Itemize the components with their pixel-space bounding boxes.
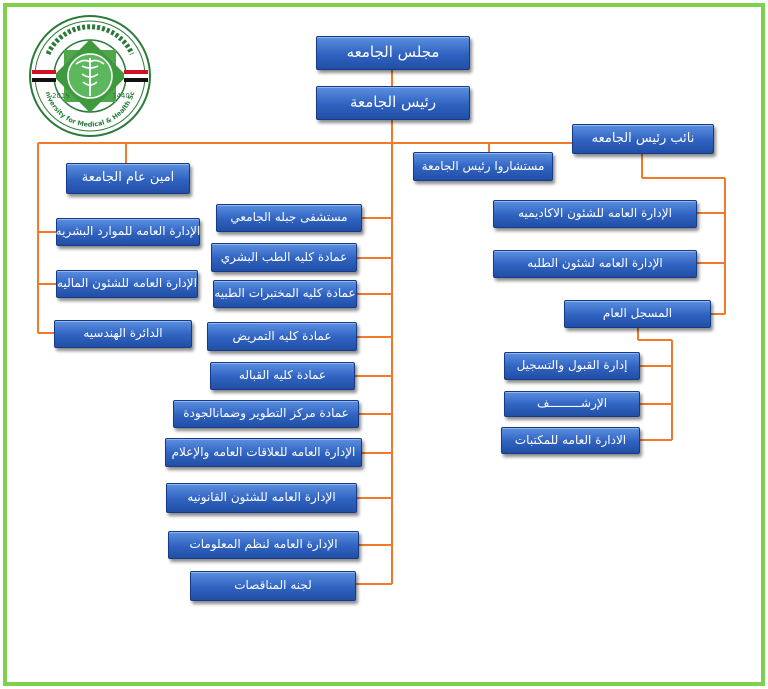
- information-systems-box: الإدارة العامه لنظم المعلومات: [168, 531, 359, 559]
- secretary-general-box: امين عام الجامعة: [66, 163, 190, 194]
- registrar-label: المسجل العام: [602, 306, 673, 321]
- libraries-label: الادارة العامه للمكتبات: [514, 432, 627, 447]
- labs-college-box: عمادة كليه المختبرات الطبيه: [213, 280, 357, 308]
- president-label: رئيس الجامعة: [349, 93, 437, 112]
- legal-affairs-label: الإدارة العامه للشئون القانونيه: [187, 490, 336, 505]
- council-box: مجلس الجامعه: [316, 36, 470, 70]
- student-affairs-box: الإدارة العامه لشئون الطلبه: [493, 250, 697, 278]
- nursing-college-label: عمادة كليه التمريض: [232, 328, 332, 343]
- council-label: مجلس الجامعه: [346, 43, 440, 62]
- hospital-box: مستشفى جبله الجامعي: [216, 204, 362, 232]
- admission-label: إدارة القبول والتسجيل: [516, 358, 628, 373]
- finance-label: الإدارة العامه للشئون الماليه: [57, 276, 197, 291]
- medicine-college-label: عمادة كليه الطب البشري: [220, 249, 348, 264]
- hospital-label: مستشفى جبله الجامعي: [230, 210, 348, 225]
- tenders-committee-box: لجنه المناقصات: [190, 571, 356, 601]
- finance-box: الإدارة العامه للشئون الماليه: [56, 270, 198, 298]
- page-frame: [3, 3, 765, 686]
- tenders-committee-label: لجنه المناقصات: [234, 578, 312, 593]
- admission-box: إدارة القبول والتسجيل: [504, 352, 640, 380]
- academic-affairs-label: الإدارة العامه للشئون الاكاديميه: [518, 206, 672, 221]
- medicine-college-box: عمادة كليه الطب البشري: [211, 243, 357, 272]
- public-relations-label: الإدارة العامه للعلاقات العامه والإعلام: [171, 444, 356, 459]
- engineering-box: الدائرة الهندسيه: [54, 320, 192, 348]
- secretary-general-label: امين عام الجامعة: [81, 170, 175, 186]
- logo-year-left: 2019: [52, 92, 70, 100]
- quality-center-box: عمادة مركز التطوير وضمانالجودة: [173, 400, 359, 428]
- public-relations-box: الإدارة العامه للعلاقات العامه والإعلام: [165, 438, 362, 467]
- student-affairs-label: الإدارة العامه لشئون الطلبه: [527, 256, 663, 271]
- logo-year-right: 1440: [112, 92, 130, 100]
- academic-affairs-box: الإدارة العامه للشئون الاكاديميه: [493, 200, 697, 228]
- legal-affairs-box: الإدارة العامه للشئون القانونيه: [166, 483, 357, 513]
- information-systems-label: الإدارة العامه لنظم المعلومات: [189, 537, 338, 552]
- vice-president-box: نائب رئيس الجامعه: [572, 124, 714, 154]
- midwifery-college-box: عمادة كليه القباله: [210, 362, 355, 390]
- hr-label: الإدارة العامه للموارد البشريه: [55, 224, 201, 239]
- advisors-box: مستشاروا رئيس الجامعة: [413, 152, 553, 181]
- university-seal-icon: 2019 1440 Jibla University for Medical &…: [28, 14, 151, 137]
- registrar-box: المسجل العام: [564, 300, 711, 328]
- quality-center-label: عمادة مركز التطوير وضمانالجودة: [183, 406, 349, 421]
- hr-box: الإدارة العامه للموارد البشريه: [56, 218, 200, 246]
- vice-president-label: نائب رئيس الجامعه: [591, 130, 695, 146]
- midwifery-college-label: عمادة كليه القباله: [238, 368, 327, 383]
- nursing-college-box: عمادة كليه التمريض: [207, 322, 357, 351]
- labs-college-label: عمادة كليه المختبرات الطبيه: [214, 286, 356, 301]
- president-box: رئيس الجامعة: [316, 86, 470, 120]
- advisors-label: مستشاروا رئيس الجامعة: [421, 158, 545, 173]
- engineering-label: الدائرة الهندسيه: [83, 326, 163, 341]
- libraries-box: الادارة العامه للمكتبات: [501, 427, 640, 454]
- archive-label: الإرشـــــــــف: [536, 396, 608, 411]
- archive-box: الإرشـــــــــف: [504, 391, 640, 417]
